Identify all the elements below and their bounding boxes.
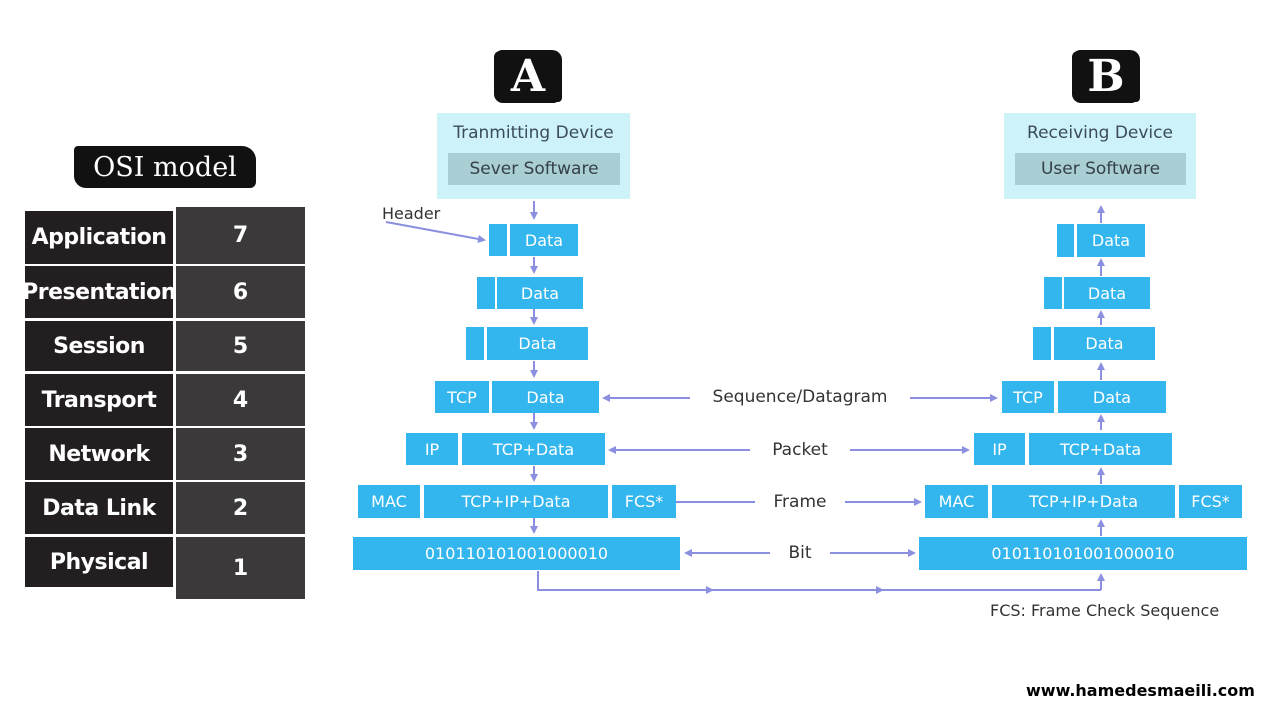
osi-layer-label: Data Link bbox=[25, 482, 173, 534]
mac-block: MAC bbox=[925, 485, 988, 518]
segment-label: Sequence/Datagram bbox=[690, 387, 910, 407]
ip-block: IP bbox=[974, 433, 1025, 465]
tcp-block: TCP bbox=[1002, 381, 1054, 413]
tcp-block: TCP bbox=[435, 381, 489, 413]
osi-layer-number: 3 bbox=[176, 428, 305, 480]
data-block: Data bbox=[1064, 277, 1150, 309]
osi-layer-number: 4 bbox=[176, 374, 305, 426]
data-block: Data bbox=[1054, 327, 1155, 360]
osi-layer-label: Presentation bbox=[22, 266, 176, 318]
tcp-data-block: TCP+Data bbox=[1029, 433, 1172, 465]
data-block: Data bbox=[497, 277, 583, 309]
packet-label: Packet bbox=[750, 440, 850, 460]
transmitting-device-title: Tranmitting Device bbox=[453, 123, 614, 143]
header-block bbox=[1057, 224, 1074, 257]
tcp-data-block: TCP+Data bbox=[462, 433, 605, 465]
frame-label: Frame bbox=[755, 492, 845, 512]
badge-a: A bbox=[496, 50, 560, 102]
website-url: www.hamedesmaeili.com bbox=[1026, 681, 1255, 700]
data-block: Data bbox=[487, 327, 588, 360]
mac-block: MAC bbox=[358, 485, 420, 518]
osi-layer-label: Application bbox=[25, 211, 173, 264]
osi-layer-number: 5 bbox=[176, 321, 305, 371]
fcs-block: FCS* bbox=[1179, 485, 1242, 518]
tcp-ip-data-block: TCP+IP+Data bbox=[992, 485, 1175, 518]
header-block bbox=[489, 224, 507, 256]
osi-layer-number: 1 bbox=[176, 537, 305, 599]
user-software: User Software bbox=[1015, 153, 1186, 185]
receiving-device-title: Receiving Device bbox=[1027, 123, 1173, 143]
receiving-device-box: Receiving Device User Software bbox=[1004, 113, 1196, 199]
osi-model-title: OSI model bbox=[74, 146, 256, 188]
header-block bbox=[1044, 277, 1062, 309]
osi-layer-number: 2 bbox=[176, 482, 305, 534]
bit-stream-block: 010110101001000010 bbox=[919, 537, 1247, 570]
osi-layer-label: Session bbox=[25, 321, 173, 371]
osi-layer-label: Transport bbox=[25, 374, 173, 426]
fcs-note: FCS: Frame Check Sequence bbox=[990, 601, 1220, 620]
data-block: Data bbox=[1077, 224, 1145, 257]
header-block bbox=[466, 327, 484, 360]
osi-layer-number: 6 bbox=[176, 266, 305, 318]
header-label: Header bbox=[382, 204, 441, 223]
transmitting-device-box: Tranmitting Device Sever Software bbox=[437, 113, 630, 199]
osi-layer-number: 7 bbox=[176, 207, 305, 264]
tcp-ip-data-block: TCP+IP+Data bbox=[424, 485, 608, 518]
sender-software: Sever Software bbox=[448, 153, 620, 185]
header-block bbox=[1033, 327, 1051, 360]
header-block bbox=[477, 277, 495, 309]
bit-stream-block: 010110101001000010 bbox=[353, 537, 680, 570]
badge-b: B bbox=[1074, 50, 1138, 102]
bit-label: Bit bbox=[770, 543, 830, 563]
data-block: Data bbox=[510, 224, 578, 256]
data-block: Data bbox=[1058, 381, 1166, 413]
osi-layer-label: Network bbox=[25, 428, 173, 480]
ip-block: IP bbox=[406, 433, 458, 465]
data-block: Data bbox=[492, 381, 599, 413]
osi-layer-label: Physical bbox=[25, 537, 173, 587]
fcs-block: FCS* bbox=[612, 485, 676, 518]
